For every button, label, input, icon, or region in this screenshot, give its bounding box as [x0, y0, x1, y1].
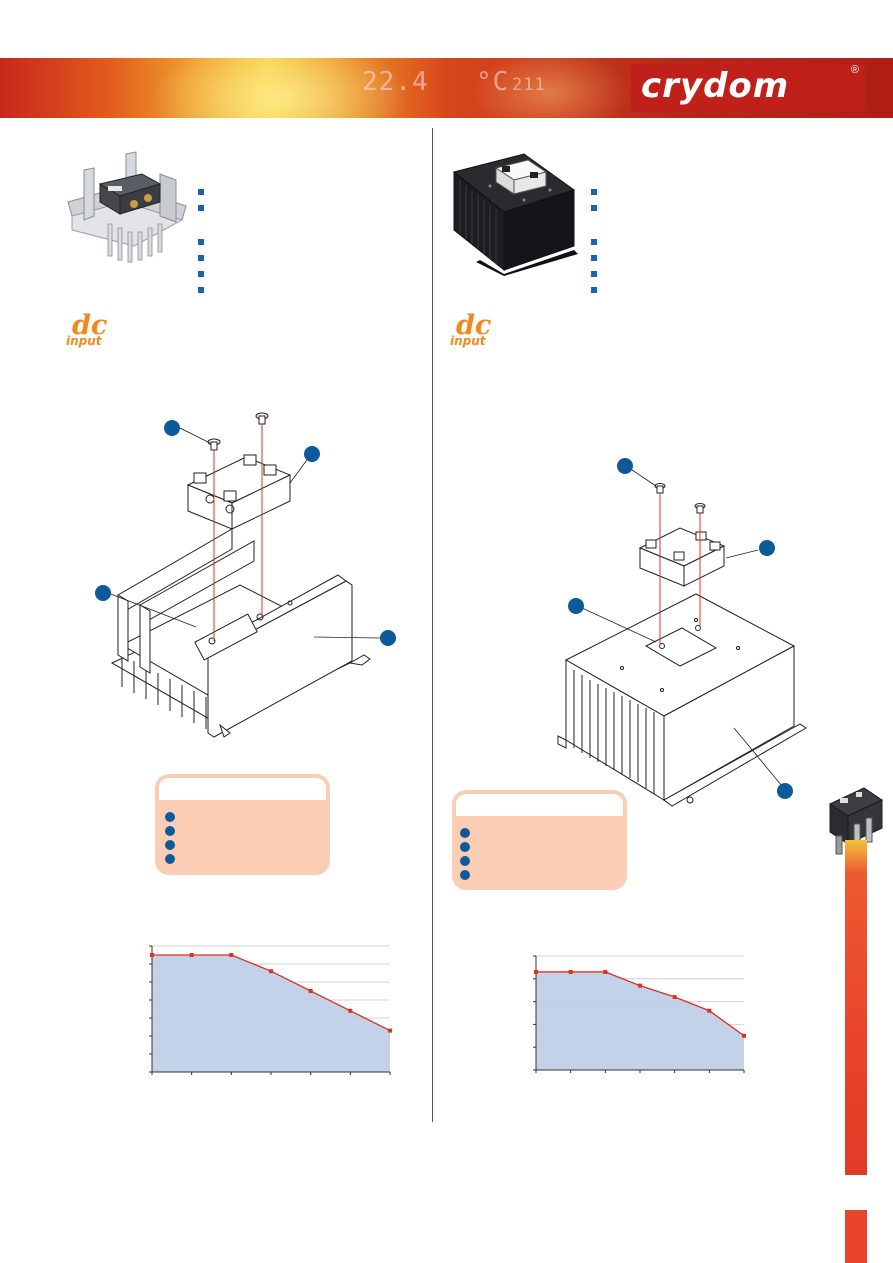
- legend-header: [456, 794, 623, 816]
- data-point: [638, 983, 642, 988]
- data-point: [388, 1028, 392, 1033]
- legend-marker: [165, 826, 175, 836]
- parts-legend-left: [155, 774, 330, 875]
- product-photo-silver-heatsink: [67, 151, 187, 263]
- sidebar-color-strip: [845, 840, 867, 1175]
- callout-marker-2: [759, 540, 775, 556]
- data-point: [603, 969, 608, 974]
- assembly-drawing-left: [107, 412, 381, 738]
- input-badge-text: input: [66, 334, 102, 348]
- legend-marker: [165, 812, 175, 822]
- callout-marker-3: [95, 585, 111, 601]
- temperature-readout: 22.4: [362, 67, 429, 97]
- data-point: [534, 969, 538, 974]
- feature-bullet: [198, 189, 204, 195]
- feature-bullet: [198, 287, 204, 293]
- data-point: [229, 953, 234, 957]
- callout-marker-4: [380, 630, 396, 646]
- temperature-unit: °C: [476, 67, 510, 97]
- feature-bullet: [591, 205, 597, 211]
- callout-marker-1: [164, 420, 180, 436]
- data-point: [672, 995, 677, 1000]
- dc-badge-text: dc: [456, 310, 492, 341]
- banner-glow: [150, 58, 410, 118]
- dc-input-badge: dc input: [66, 312, 126, 350]
- feature-bullet: [198, 205, 204, 211]
- parts-legend-right: [452, 790, 627, 890]
- brand-logo: crydom ®: [631, 64, 865, 112]
- brand-name: crydom: [641, 66, 790, 106]
- legend-marker: [460, 842, 470, 852]
- feature-bullet: [591, 189, 597, 195]
- product-photo-black-heatsink: [452, 153, 578, 276]
- derating-area: [536, 971, 744, 1070]
- data-point: [308, 989, 313, 993]
- column-divider: [432, 128, 433, 1122]
- legend-marker: [165, 840, 175, 850]
- feature-bullet: [198, 271, 204, 277]
- derating-chart-right: [533, 955, 746, 1073]
- legend-marker: [460, 856, 470, 866]
- dc-badge-text: dc: [72, 310, 108, 341]
- data-point: [742, 1033, 746, 1038]
- derating-area: [152, 955, 390, 1072]
- feature-bullet: [591, 287, 597, 293]
- data-point: [707, 1008, 712, 1013]
- temperature-readout-secondary: 211: [512, 75, 546, 95]
- derating-chart-left: [149, 945, 392, 1075]
- legend-header: [159, 778, 326, 800]
- legend-marker: [460, 870, 470, 880]
- feature-bullet: [591, 271, 597, 277]
- dc-input-badge: dc input: [450, 312, 510, 350]
- feature-bullet: [591, 239, 597, 245]
- callout-marker-3: [568, 598, 584, 614]
- input-badge-text: input: [450, 334, 486, 348]
- feature-bullet: [198, 255, 204, 261]
- data-point: [269, 969, 273, 974]
- feature-bullet: [591, 255, 597, 261]
- data-point: [150, 953, 154, 957]
- legend-marker: [460, 828, 470, 838]
- feature-bullet: [198, 239, 204, 245]
- header-banner: 22.4 °C 211 crydom ®: [0, 58, 893, 118]
- registered-mark: ®: [850, 64, 859, 76]
- legend-marker: [165, 854, 175, 864]
- callout-marker-2: [304, 446, 320, 462]
- callout-marker-4: [777, 783, 793, 799]
- data-point: [568, 969, 573, 974]
- page-number-tab: [845, 1210, 867, 1263]
- banner-glow: [470, 58, 630, 118]
- data-point: [189, 953, 194, 957]
- assembly-drawing-right: [557, 469, 807, 807]
- callout-marker-1: [617, 458, 633, 474]
- sidebar-relay-photo: [828, 787, 884, 855]
- data-point: [348, 1008, 353, 1013]
